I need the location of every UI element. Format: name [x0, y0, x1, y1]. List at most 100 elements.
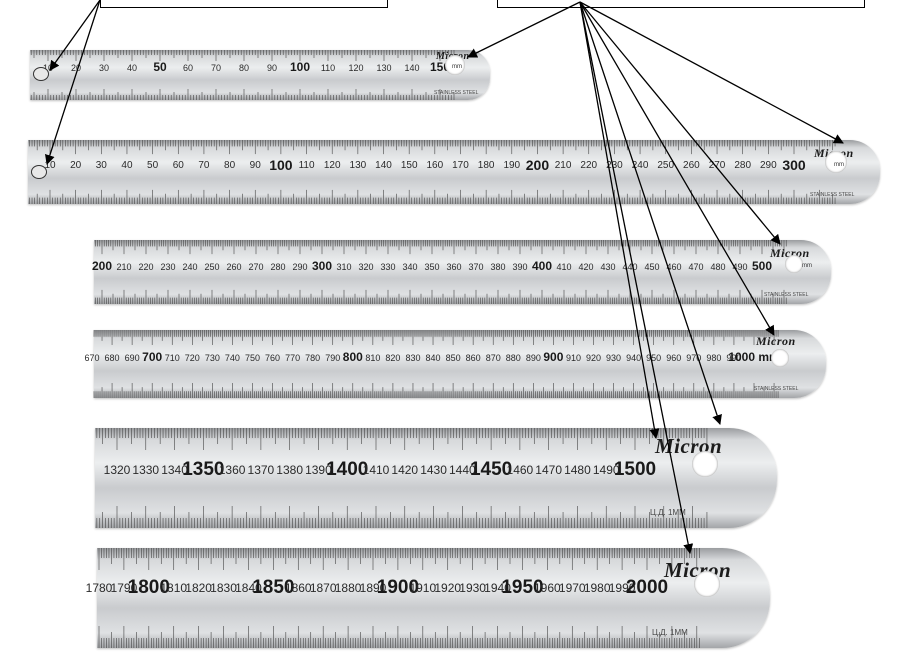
- scale-number: 250: [204, 261, 220, 272]
- tick-marks: [29, 140, 836, 204]
- scale-number: 800: [342, 350, 363, 364]
- scale-number: 280: [270, 261, 286, 272]
- scale-number: 1470: [535, 463, 563, 477]
- scale-number: 210: [554, 160, 572, 171]
- hanging-hole: [445, 55, 465, 75]
- scale-number: 350: [424, 261, 440, 272]
- scale-number: 1820: [185, 581, 212, 595]
- scale-number: 80: [224, 160, 236, 171]
- scale-number: 450: [644, 261, 660, 272]
- scale-number: 490: [732, 261, 748, 272]
- scale-number: 230: [606, 160, 623, 171]
- scale-number: 810: [365, 352, 381, 363]
- scale-number: 130: [349, 160, 367, 171]
- scale-number: 10: [44, 160, 56, 171]
- scale-number: 760: [265, 352, 281, 363]
- scale-number: 60: [182, 62, 194, 73]
- scale-number: 710: [164, 352, 180, 363]
- scale-number: 740: [224, 352, 240, 363]
- scale-number: 1320: [103, 463, 131, 477]
- hanging-hole: [785, 255, 803, 273]
- scale-number: 120: [323, 160, 341, 171]
- scale-number: 50: [147, 160, 159, 171]
- scale-number: 200: [91, 259, 113, 273]
- scale-number: 330: [380, 261, 396, 272]
- scale-number: 310: [336, 261, 352, 272]
- scale-number: 100: [269, 157, 293, 173]
- scale-number: 100: [289, 60, 311, 74]
- scale-number: 180: [477, 160, 495, 171]
- material-caption: STAINLESS STEEL: [810, 192, 855, 198]
- scale-number: 260: [683, 160, 700, 171]
- scale-number: 480: [710, 261, 726, 272]
- scale-number: 890: [525, 352, 541, 363]
- scale-number: 190: [503, 160, 521, 171]
- scale-number: 1370: [247, 463, 275, 477]
- scale-number: 70: [198, 160, 210, 171]
- scale-number: 260: [226, 261, 242, 272]
- scale-number: 140: [404, 62, 420, 73]
- material-caption: Ц.Д. 1ММ: [652, 628, 688, 637]
- scale-number: 460: [666, 261, 682, 272]
- scale-number: 1800: [127, 576, 170, 598]
- tick-marks: [30, 50, 455, 100]
- scale-number: 430: [600, 261, 616, 272]
- scale-number: 1000 mm: [728, 350, 780, 364]
- scale-number: 880: [505, 352, 521, 363]
- unit-label: mm: [452, 64, 462, 70]
- scale-number: 780: [305, 352, 321, 363]
- scale-number: 1430: [420, 463, 447, 477]
- scale-number: 1970: [558, 581, 586, 595]
- scale-number: 50: [153, 60, 167, 74]
- scale-number: 1360: [218, 463, 246, 477]
- scale-number: 360: [446, 261, 462, 272]
- scale-number: 2000: [625, 576, 669, 598]
- scale-number: 400: [531, 259, 553, 273]
- scale-number: 210: [116, 261, 132, 272]
- scale-number: 870: [485, 352, 501, 363]
- scale-number: 200: [525, 157, 550, 173]
- scale-number: 80: [238, 62, 250, 73]
- zero-end-eye-icon: [31, 165, 47, 179]
- scale-number: 930: [606, 352, 622, 363]
- scale-number: 320: [358, 261, 374, 272]
- scale-number: 500: [751, 259, 773, 273]
- scale-number: 110: [298, 160, 315, 171]
- scale-number: 1340: [161, 463, 188, 477]
- scale-number: 690: [124, 352, 140, 363]
- scale-number: 390: [512, 261, 528, 272]
- scale-number: 140: [375, 160, 392, 171]
- scale-number: 30: [98, 62, 110, 73]
- scale-number: 1420: [391, 463, 419, 477]
- scale-number: 1460: [506, 463, 534, 477]
- scale-number: 1400: [326, 458, 369, 480]
- scale-number: 220: [580, 160, 598, 171]
- scale-number: 850: [445, 352, 461, 363]
- scale-number: 940: [626, 352, 642, 363]
- scale-number: 1790: [110, 581, 138, 595]
- scale-number: 270: [248, 261, 264, 272]
- scale-number: 40: [126, 62, 138, 73]
- scale-number: 1990: [608, 581, 636, 595]
- tick-marks: [93, 330, 779, 398]
- scale-number: 280: [734, 160, 752, 171]
- scale-number: 60: [172, 160, 184, 171]
- material-caption: Ц.Д. 1ММ: [650, 508, 686, 517]
- unit-label: mm: [834, 162, 844, 168]
- scale-number: 220: [138, 261, 154, 272]
- scale-number: 250: [657, 160, 675, 171]
- scale-number: 1900: [376, 576, 420, 598]
- scale-number: 1930: [459, 581, 486, 595]
- scale-number: 470: [688, 261, 704, 272]
- scale-number: 1910: [409, 581, 437, 595]
- scale-number: 1810: [160, 581, 188, 595]
- scale-number: 1500: [613, 458, 657, 480]
- scale-number: 380: [490, 261, 506, 272]
- scale-number: 70: [210, 62, 222, 73]
- scale-number: 720: [184, 352, 200, 363]
- scale-number: 410: [556, 261, 572, 272]
- scale-number: 110: [320, 62, 336, 73]
- scale-number: 1940: [484, 581, 511, 595]
